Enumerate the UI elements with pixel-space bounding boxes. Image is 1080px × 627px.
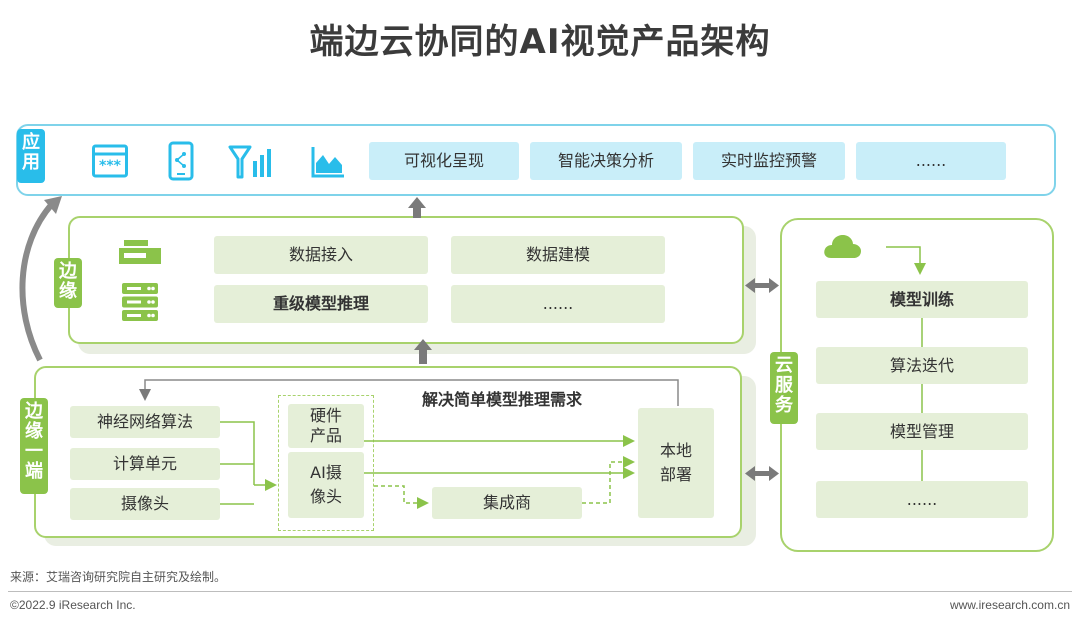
edge-item-data-modeling: 数据建模 [451, 236, 665, 274]
edge-item-more: ...... [451, 285, 665, 323]
arrow-end-to-edge-shaft [419, 348, 427, 364]
edge-layer-tag: 边 缘 [54, 258, 82, 308]
local-deploy-box: 本地 部署 [638, 408, 714, 518]
arrow-edge-to-app-head [408, 197, 426, 208]
edge-item-data-access: 数据接入 [214, 236, 428, 274]
browser-window-icon: *** [92, 144, 128, 178]
page-title: 端边云协同的AI视觉产品架构 [309, 22, 771, 62]
integrator-box: 集成商 [432, 487, 582, 519]
curved-arrow-head [44, 196, 62, 214]
hardware-product-box: 硬件 产品 [288, 404, 364, 448]
app-item-decision-analysis: 智能决策分析 [530, 142, 682, 180]
cloud-item-more: ...... [816, 481, 1028, 518]
cloud-item-model-management: 模型管理 [816, 413, 1028, 450]
edge-end-item-compute-unit: 计算单元 [70, 448, 220, 480]
edge-device-icon [119, 240, 161, 264]
server-rack-icon [122, 283, 158, 321]
left-items-merge-lines [220, 421, 277, 505]
edge-end-item-camera: 摄像头 [70, 488, 220, 520]
cloud-item-algorithm-iteration: 算法迭代 [816, 347, 1028, 384]
edge-end-item-neural-algorithm: 神经网络算法 [70, 406, 220, 438]
edge-end-layer-tag: 边 缘 一 端 [20, 398, 48, 494]
source-note: 来源：艾瑞咨询研究院自主研究及绘制。 [10, 570, 227, 584]
cloud-icon [824, 235, 861, 258]
ai-camera-to-integrator-dashed [374, 485, 429, 509]
footer-divider [8, 591, 1072, 592]
app-item-more: ...... [856, 142, 1006, 180]
edge-item-heavy-inference: 重级模型推理 [214, 285, 428, 323]
simple-inference-label: 解决简单模型推理需求 [422, 390, 583, 409]
arrow-end-to-edge-head [414, 339, 432, 350]
mobile-share-icon [168, 141, 194, 181]
double-arrow-end-cloud [745, 466, 779, 481]
curved-arrow-to-app [19, 202, 55, 362]
hardware-group-dashed-frame [278, 395, 374, 531]
feedback-loop-line [139, 379, 679, 406]
app-item-visualization: 可视化呈现 [369, 142, 519, 180]
cloud-service-tag: 云 服 务 [770, 352, 798, 424]
app-item-realtime-monitoring: 实时监控预警 [693, 142, 845, 180]
ai-camera-box: AI摄 像头 [288, 452, 364, 518]
integrator-to-local-dashed [582, 456, 635, 504]
double-arrow-edge-cloud [745, 278, 779, 293]
svg-text:***: *** [99, 158, 122, 174]
copyright: ©2022.9 iResearch Inc. [10, 598, 136, 612]
arrow-edge-to-app-shaft [413, 206, 421, 218]
cloud-internal-lines [886, 246, 926, 481]
application-layer-tag: 应 用 [17, 129, 45, 183]
area-chart-icon [311, 147, 344, 178]
signal-tower-icon [228, 145, 271, 179]
cloud-item-model-training: 模型训练 [816, 281, 1028, 318]
website: www.iresearch.com.cn [949, 598, 1070, 612]
